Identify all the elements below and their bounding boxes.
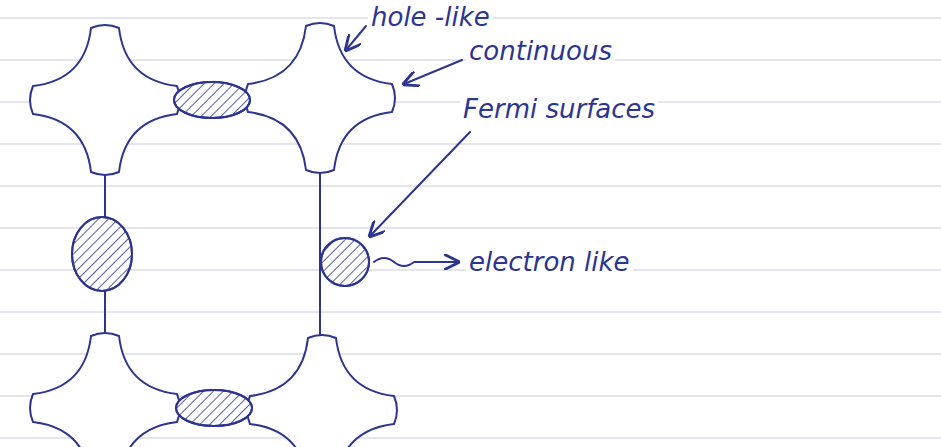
hole-pocket [30,25,180,175]
leader-arrow [374,258,458,266]
electron-pocket [174,82,250,118]
electron-pocket [72,217,132,291]
hole-pocket [30,333,180,447]
ruled-lines [0,18,941,438]
leader-arrow [346,26,366,50]
electron-pocket [176,390,252,426]
annotation-text: Fermi surfaces [460,94,658,124]
hole-pocket [245,23,395,173]
leader-arrow [370,132,470,236]
brillouin-zone [105,100,320,408]
hole-pocket [247,335,397,447]
annotation-text: continuous [466,36,615,66]
leader-arrow [404,60,462,84]
annotation-text: electron like [466,247,633,277]
annotation-text: hole -like [368,2,493,32]
electron-pocket [321,238,369,286]
